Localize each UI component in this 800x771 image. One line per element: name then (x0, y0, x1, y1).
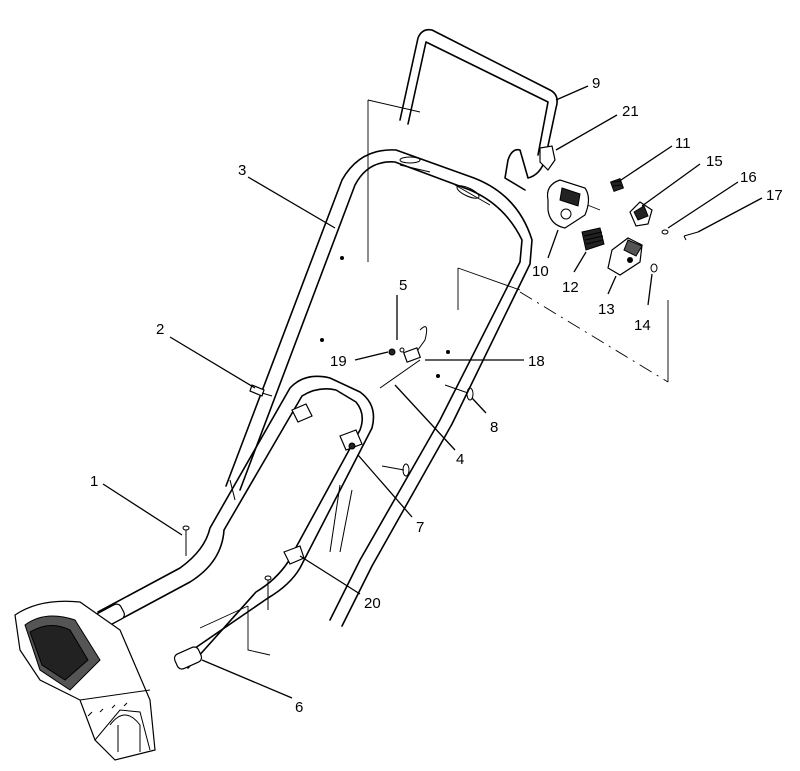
bracket-15 (629, 201, 653, 227)
decal (539, 145, 556, 171)
carriage-bolts (381, 384, 474, 477)
callout-7: 7 (416, 519, 424, 536)
callout-17: 17 (766, 187, 783, 204)
callout-15: 15 (706, 153, 723, 170)
callout-10: 10 (532, 263, 549, 280)
callout-4: 4 (456, 451, 464, 468)
callout-6: 6 (295, 699, 303, 716)
mower-housing (14, 600, 156, 761)
callout-2: 2 (156, 321, 164, 338)
reference-planes (199, 99, 669, 656)
callout-13: 13 (598, 301, 615, 318)
screw (683, 231, 699, 241)
bail (399, 28, 558, 191)
callout-8: 8 (490, 419, 498, 436)
callout-18: 18 (528, 353, 545, 370)
callout-20: 20 (364, 595, 381, 612)
callout-16: 16 (740, 169, 757, 186)
knob (609, 177, 625, 193)
upper-handle (225, 149, 533, 627)
callout-labels: 1 2 3 4 5 6 7 8 9 10 11 12 13 14 15 16 1… (90, 75, 783, 716)
callout-12: 12 (562, 279, 579, 296)
callout-14: 14 (634, 317, 651, 334)
washer-16 (661, 229, 669, 235)
washer (650, 263, 658, 273)
callout-5: 5 (399, 277, 407, 294)
lower-handle (95, 375, 375, 670)
callout-19: 19 (330, 353, 347, 370)
callout-21: 21 (622, 103, 639, 120)
pins (182, 525, 272, 610)
spring (581, 227, 605, 251)
callout-1: 1 (90, 473, 98, 490)
housing-part (607, 237, 643, 276)
callout-11: 11 (675, 135, 691, 152)
cable-assembly (379, 326, 428, 389)
cable-guides (283, 403, 363, 565)
callout-3: 3 (238, 162, 246, 179)
leader-lines (102, 85, 763, 699)
callout-9: 9 (592, 75, 600, 92)
bracket (546, 179, 590, 229)
